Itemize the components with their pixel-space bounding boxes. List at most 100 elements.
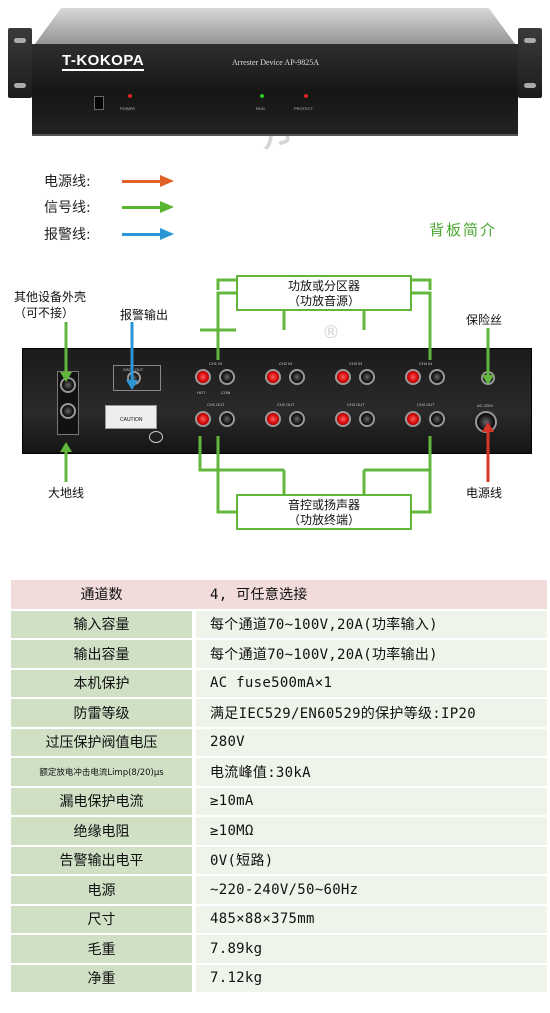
callout-source-line1: 功放或分区器 (287, 279, 360, 293)
ch4-out-com (429, 411, 445, 427)
ch2-in-com (289, 369, 305, 385)
ac-label: AC 220V (477, 403, 494, 408)
column-divider (192, 698, 196, 729)
spec-key: 告警输出电平 (11, 845, 192, 876)
legend-power-line: 电源线: (44, 172, 174, 190)
watermark-reg-2: ® (322, 322, 340, 343)
table-row: 输出容量每个通道70~100V,20A(功率输出) (11, 639, 547, 670)
protect-led (304, 94, 308, 98)
label-ground: 大地线 (48, 486, 85, 500)
column-divider (192, 816, 196, 847)
ch2-out-label: CH2 OUT (277, 402, 295, 407)
ch1-out-hot (195, 411, 211, 427)
spec-key: 过压保护阀值电压 (11, 727, 192, 758)
ch4-out-label: CH4 OUT (417, 402, 435, 407)
spec-value: ~220-240V/50~60Hz (196, 875, 547, 906)
power-label: POWER (120, 106, 136, 111)
ch2-in-label: CH2 IN (279, 361, 293, 366)
spec-key: 本机保护 (11, 668, 192, 699)
front-panel-photo: T-KOKOPA Arrester Device AP-9825A POWER … (8, 8, 542, 143)
ch1-in-com (219, 369, 235, 385)
ch2-out-hot (265, 411, 281, 427)
label-alarm-output: 报警输出 (120, 308, 169, 322)
column-divider (192, 668, 196, 699)
label-fuse: 保险丝 (466, 313, 503, 327)
power-inlet (475, 411, 497, 433)
rack-ear-right (518, 28, 542, 98)
spec-value: 485×88×375mm (196, 904, 547, 935)
rear-panel-photo: GATE OUT CAUTION CH1 IN CH2 IN CH3 IN CH… (22, 348, 532, 454)
run-label: RUN (256, 106, 265, 111)
ch1-in-label: CH1 IN (209, 361, 223, 366)
table-row: 漏电保护电流≥10mA (11, 786, 547, 817)
ch4-out-hot (405, 411, 421, 427)
ch2-out-com (289, 411, 305, 427)
ch3-out-com (359, 411, 375, 427)
column-divider (192, 786, 196, 817)
ch3-in-hot (335, 369, 351, 385)
label-chassis: 其他设备外壳 (14, 290, 87, 304)
table-row: 输入容量每个通道70~100V,20A(功率输入) (11, 609, 547, 640)
section-title: 背板简介 (429, 221, 498, 239)
protect-label: PROTECT (294, 106, 314, 111)
spec-value: 4, 可任意选接 (196, 580, 547, 611)
column-divider (192, 904, 196, 935)
column-divider (192, 609, 196, 640)
ch4-in-hot (405, 369, 421, 385)
blue-arrow-icon (122, 227, 174, 241)
legend-alarm-label: 报警线: (44, 227, 91, 243)
spec-key: 毛重 (11, 934, 192, 965)
ch4-in-com (429, 369, 445, 385)
spec-value: 0V(短路) (196, 845, 547, 876)
callout-source: 功放或分区器 （功放音源） (236, 275, 412, 311)
front-panel-face: T-KOKOPA Arrester Device AP-9825A POWER … (32, 44, 518, 136)
table-row: 绝缘电阻≥10MΩ (11, 816, 547, 847)
column-divider (192, 639, 196, 670)
ch4-in-label: CH4 IN (419, 361, 433, 366)
spec-value: 280V (196, 727, 547, 758)
rack-ear-left (8, 28, 32, 98)
spec-key: 电源 (11, 875, 192, 906)
ch1-out-com (219, 411, 235, 427)
run-led (260, 94, 264, 98)
ch1-hot-label: HOT (197, 390, 206, 395)
callout-terminal-line1: 音控或扬声器 (287, 498, 360, 512)
power-led (128, 94, 132, 98)
ccc-mark-icon (149, 431, 163, 443)
legend-signal-label: 信号线: (44, 200, 91, 216)
caution-label: CAUTION (105, 405, 157, 429)
column-divider (192, 934, 196, 965)
spec-value: 每个通道70~100V,20A(功率输入) (196, 609, 547, 640)
label-chassis-note: （可不接） (14, 306, 75, 320)
front-panel-top (32, 8, 518, 48)
spec-key: 通道数 (11, 580, 192, 611)
ch1-com-label: COM (221, 390, 231, 395)
spec-key: 净重 (11, 963, 192, 994)
label-power-line: 电源线 (466, 486, 503, 500)
callout-source-line2: （功放音源） (287, 294, 360, 308)
alarm-port (127, 371, 141, 385)
ch2-in-hot (265, 369, 281, 385)
spec-key: 漏电保护电流 (11, 786, 192, 817)
fuse-holder (481, 371, 495, 385)
legend-power-label: 电源线: (44, 174, 91, 190)
spec-value: 电流峰值:30kA (196, 757, 547, 788)
ground-terminal (60, 403, 76, 419)
column-divider (192, 580, 196, 611)
spec-value: 满足IEC529/EN60529的保护等级:IP20 (196, 698, 547, 729)
column-divider (192, 875, 196, 906)
spec-value: ≥10mA (196, 786, 547, 817)
power-switch (94, 96, 104, 110)
ch3-in-label: CH3 IN (349, 361, 363, 366)
column-divider (192, 757, 196, 788)
column-divider (192, 963, 196, 994)
spec-key: 额定放电冲击电流Limp(8/20)μs (11, 757, 192, 788)
